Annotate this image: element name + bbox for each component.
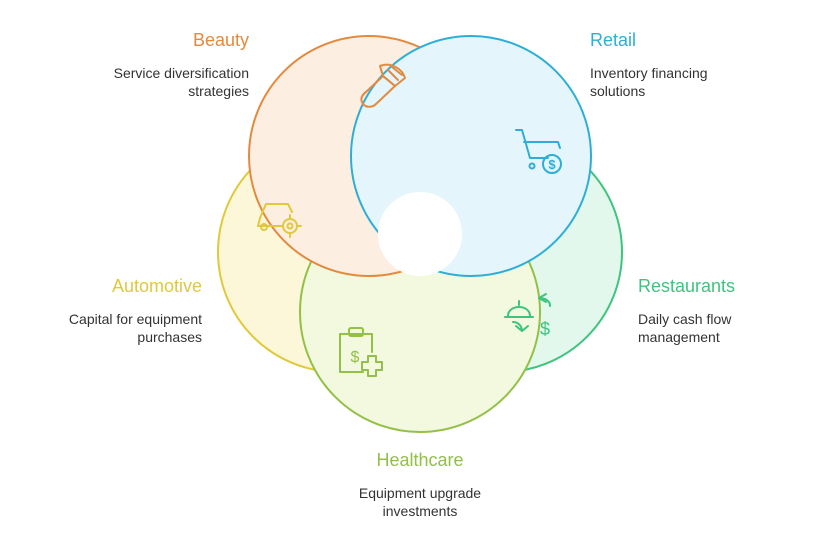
retail-title: Retail	[590, 30, 637, 50]
retail-label: Retail	[590, 30, 636, 51]
beauty-desc-line-1: Service diversification	[113, 65, 249, 81]
beauty-description: Service diversification strategies	[114, 64, 249, 100]
retail-desc-line-2: solutions	[590, 83, 646, 99]
healthcare-title: Healthcare	[376, 450, 464, 470]
healthcare-label: Healthcare	[320, 450, 520, 471]
svg-text:$: $	[351, 349, 360, 366]
healthcare-description: Equipment upgrade investments	[320, 484, 520, 520]
shopping-cart-dollar-icon: $	[515, 129, 562, 174]
brush-icon	[360, 63, 406, 108]
center-hub	[378, 192, 462, 276]
beauty-title: Beauty	[192, 30, 249, 50]
restaurants-desc-line-2: management	[638, 329, 720, 345]
svg-text:$: $	[540, 319, 550, 339]
beauty-desc-line-2: strategies	[188, 83, 249, 99]
medical-clipboard-dollar-icon: $	[339, 327, 383, 377]
cloche-cash-flow-icon: $	[504, 293, 551, 339]
automotive-label: Automotive	[112, 276, 202, 297]
restaurants-title: Restaurants	[638, 276, 736, 296]
retail-desc-line-1: Inventory financing	[590, 65, 708, 81]
retail-description: Inventory financing solutions	[590, 64, 708, 100]
automotive-desc-line-2: purchases	[137, 329, 202, 345]
restaurants-description: Daily cash flow management	[638, 310, 731, 346]
svg-text:$: $	[548, 157, 556, 172]
healthcare-desc-line-1: Equipment upgrade	[358, 485, 482, 501]
automotive-description: Capital for equipment purchases	[69, 310, 202, 346]
automotive-title: Automotive	[111, 276, 202, 296]
car-gear-icon	[257, 203, 302, 238]
restaurants-desc-line-1: Daily cash flow	[638, 311, 732, 327]
automotive-desc-line-1: Capital for equipment	[68, 311, 202, 327]
healthcare-desc-line-2: investments	[382, 503, 458, 519]
beauty-label: Beauty	[193, 30, 249, 51]
restaurants-label: Restaurants	[638, 276, 735, 297]
